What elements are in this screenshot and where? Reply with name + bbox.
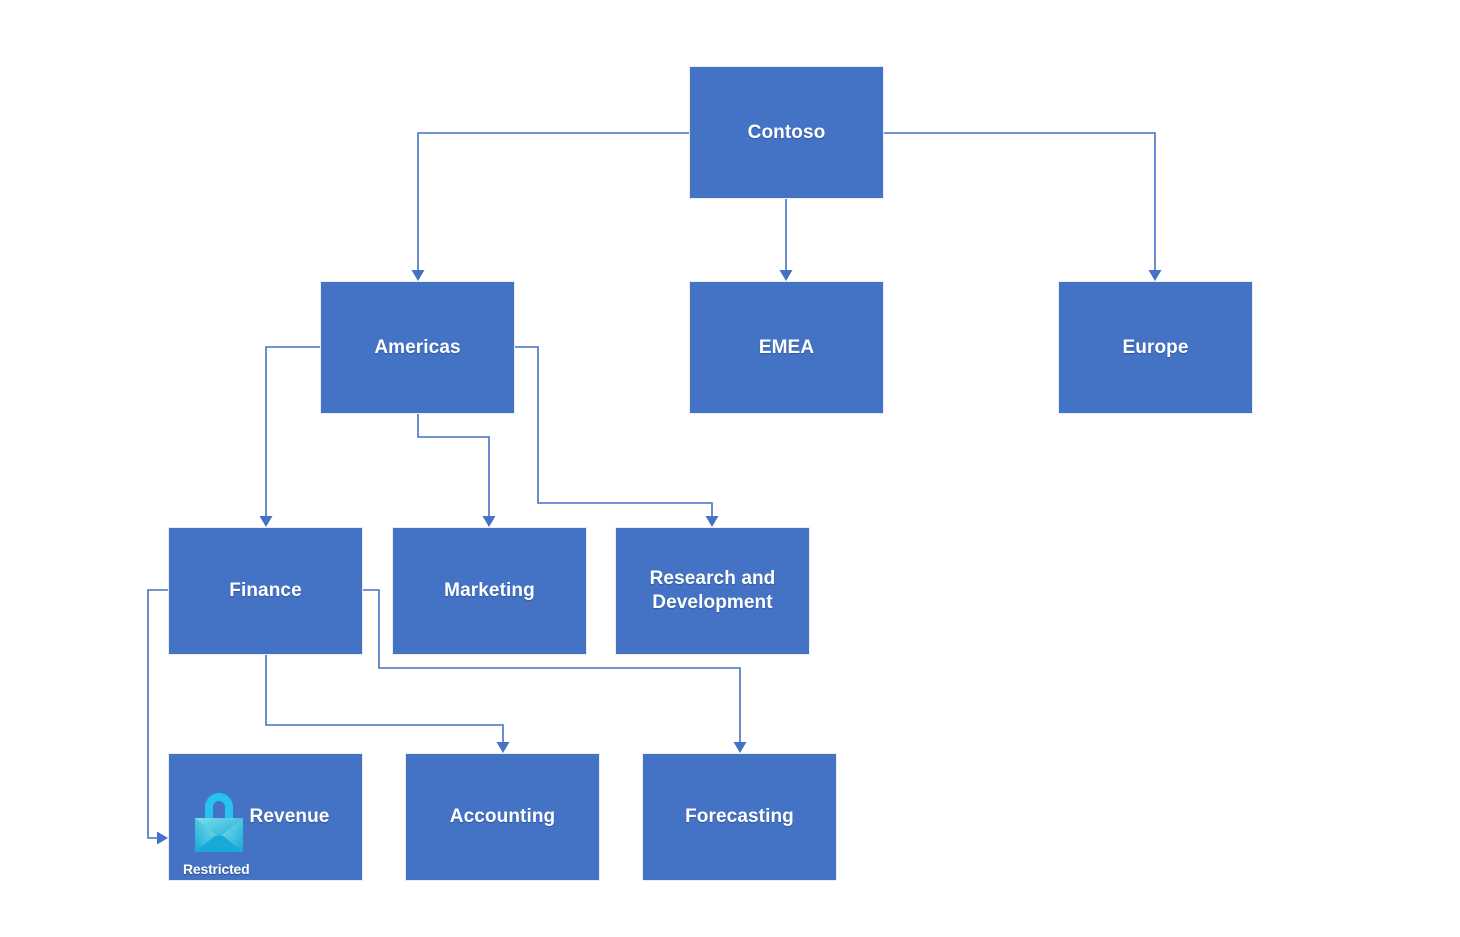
connector-americas-to-finance <box>265 346 320 518</box>
org-node-contoso[interactable]: Contoso <box>689 66 884 199</box>
org-node-accounting[interactable]: Accounting <box>405 753 600 881</box>
org-node-label-emea: EMEA <box>758 336 815 358</box>
arrowhead-revenue <box>157 831 168 845</box>
org-node-label-revenue: Revenue <box>249 806 330 828</box>
org-node-label-forecasting: Forecasting <box>685 806 794 828</box>
connector-americas-to-marketing <box>417 414 490 518</box>
sensitivity-label: Restricted <box>183 860 250 877</box>
org-node-emea[interactable]: EMEA <box>689 281 884 414</box>
org-node-rnd[interactable]: Research and Development <box>615 527 810 655</box>
org-node-label-contoso: Contoso <box>747 121 826 143</box>
arrowhead-forecasting <box>733 742 747 753</box>
arrowhead-accounting <box>496 742 510 753</box>
arrowhead-emea <box>779 270 793 281</box>
arrowhead-europe <box>1148 270 1162 281</box>
org-node-finance[interactable]: Finance <box>168 527 363 655</box>
arrowhead-americas <box>411 270 425 281</box>
sensitivity-badge-restricted: Restricted <box>183 790 257 877</box>
connector-finance-to-revenue <box>147 589 168 839</box>
connector-finance-to-accounting <box>265 655 504 744</box>
org-node-label-americas: Americas <box>374 336 461 358</box>
arrowhead-rnd <box>705 516 719 527</box>
org-node-label-marketing: Marketing <box>444 580 535 602</box>
connector-americas-to-rnd <box>515 346 713 518</box>
org-node-forecasting[interactable]: Forecasting <box>642 753 837 881</box>
org-node-label-finance: Finance <box>229 580 302 602</box>
arrowhead-marketing <box>482 516 496 527</box>
org-node-europe[interactable]: Europe <box>1058 281 1253 414</box>
org-node-label-europe: Europe <box>1122 336 1189 358</box>
org-node-marketing[interactable]: Marketing <box>392 527 587 655</box>
org-node-label-rnd: Research and Development <box>649 568 776 613</box>
org-node-label-accounting: Accounting <box>449 806 556 828</box>
org-node-americas[interactable]: Americas <box>320 281 515 414</box>
arrowhead-finance <box>259 516 273 527</box>
